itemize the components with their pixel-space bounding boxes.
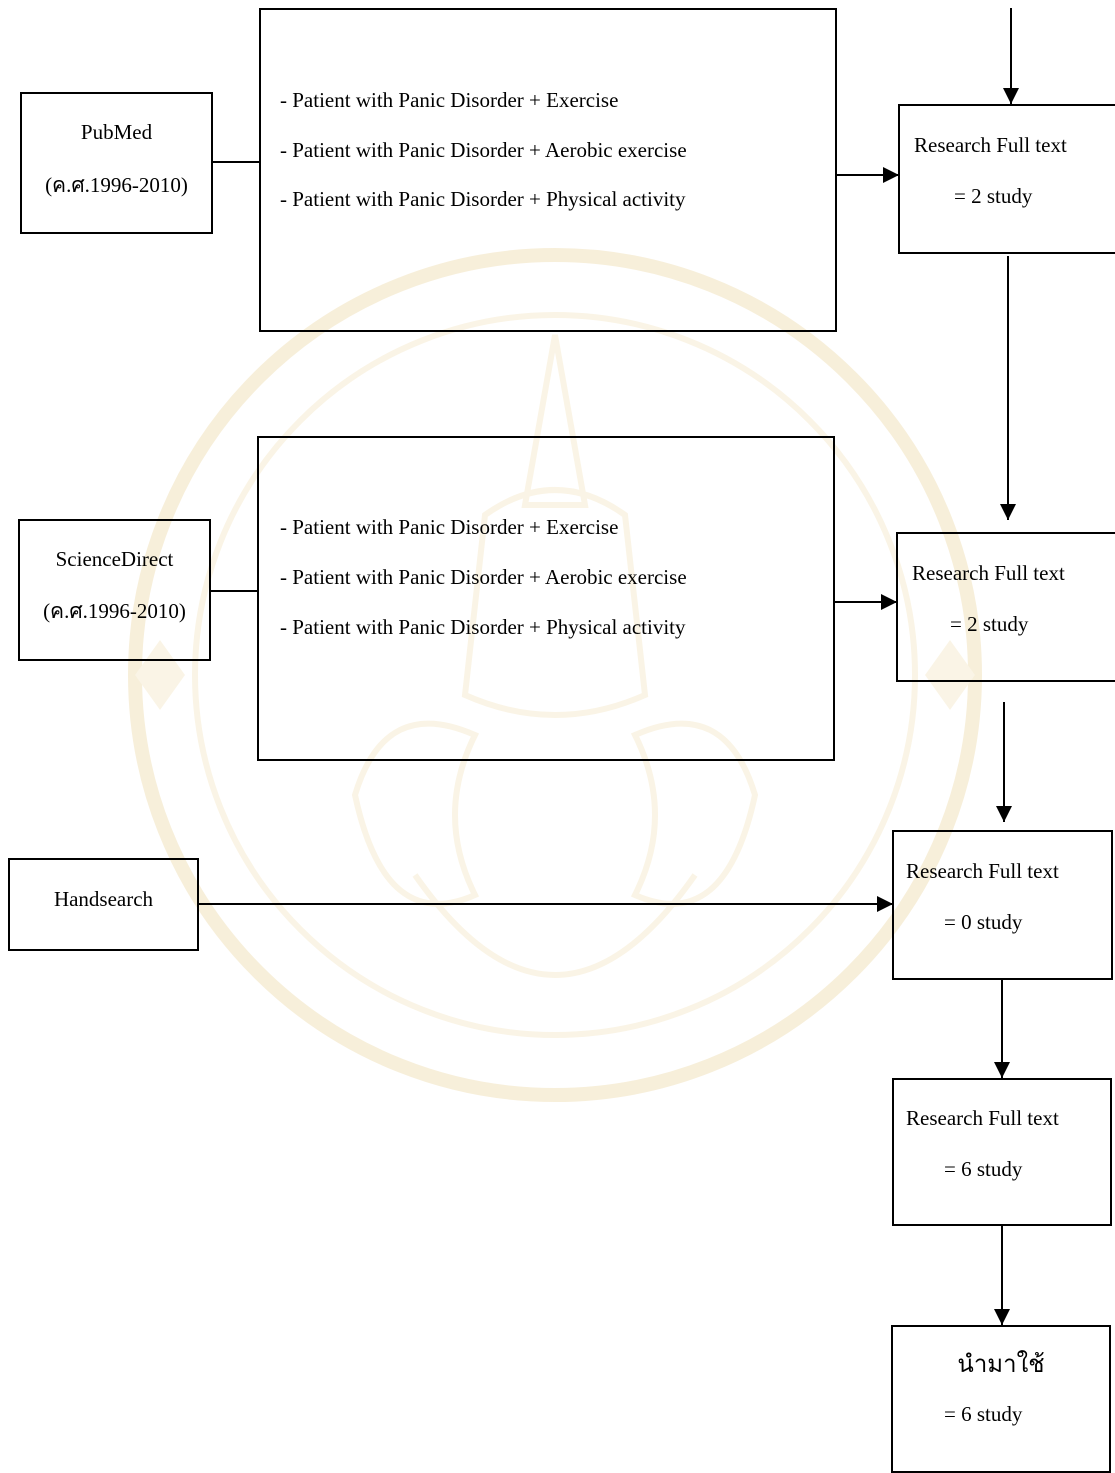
result-box-final — [891, 1325, 1111, 1473]
result-count-4: = 6 study — [944, 1157, 1023, 1181]
result-label-final: นำมาใช้ — [957, 1352, 1045, 1378]
result-box-4 — [892, 1078, 1112, 1226]
search-terms-box-pubmed — [259, 8, 837, 332]
source-years-pubmed: (ค.ศ.1996-2010) — [45, 173, 188, 197]
result-box-1 — [898, 104, 1115, 254]
search-term-pubmed-2: - Patient with Panic Disorder + Aerobic … — [280, 138, 687, 162]
source-name-pubmed: PubMed — [80, 120, 153, 144]
source-name-sciencedirect: ScienceDirect — [55, 547, 174, 571]
source-box-sciencedirect — [18, 519, 211, 661]
source-name-handsearch: Handsearch — [53, 887, 154, 911]
search-term-sciencedirect-3: - Patient with Panic Disorder + Physical… — [280, 615, 686, 639]
watermark-seal — [128, 248, 982, 1102]
result-box-2 — [896, 532, 1115, 682]
search-term-sciencedirect-2: - Patient with Panic Disorder + Aerobic … — [280, 565, 687, 589]
search-terms-box-sciencedirect — [257, 436, 835, 761]
result-count-final: = 6 study — [944, 1402, 1023, 1426]
source-years-sciencedirect: (ค.ศ.1996-2010) — [43, 599, 186, 623]
result-label-4: Research Full text — [906, 1106, 1059, 1130]
result-label-2: Research Full text — [912, 561, 1065, 585]
search-term-pubmed-1: - Patient with Panic Disorder + Exercise — [280, 88, 619, 112]
result-label-1: Research Full text — [914, 133, 1067, 157]
result-label-3: Research Full text — [906, 859, 1059, 883]
search-term-pubmed-3: - Patient with Panic Disorder + Physical… — [280, 187, 686, 211]
result-box-3 — [892, 830, 1113, 980]
result-count-1: = 2 study — [954, 184, 1033, 208]
source-box-pubmed — [20, 92, 213, 234]
result-count-2: = 2 study — [950, 612, 1029, 636]
source-box-handsearch — [8, 858, 199, 951]
search-term-sciencedirect-1: - Patient with Panic Disorder + Exercise — [280, 515, 619, 539]
result-count-3: = 0 study — [944, 910, 1023, 934]
